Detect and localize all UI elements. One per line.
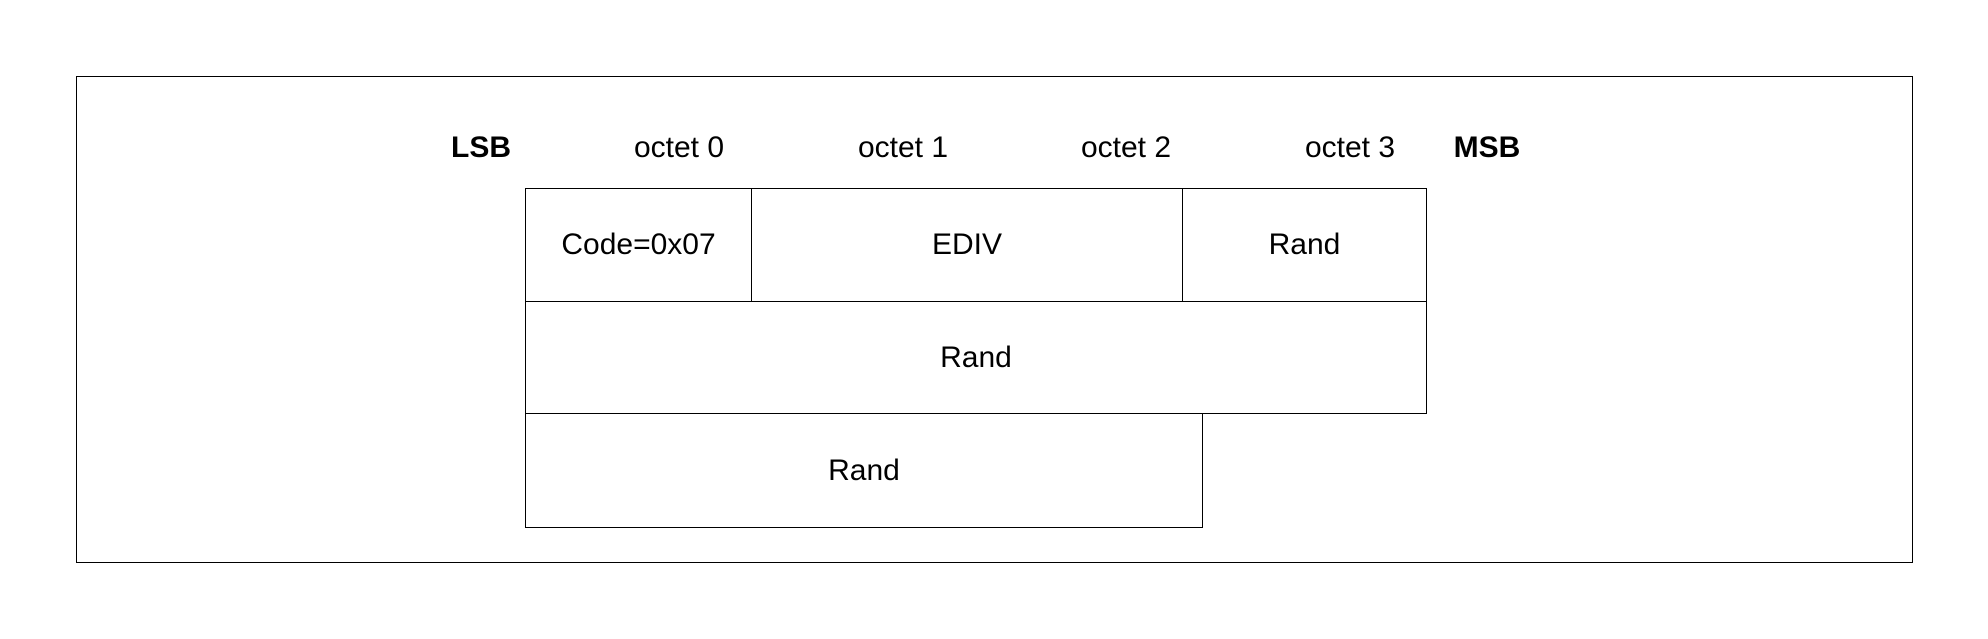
rand-field-row1: Rand [1182, 188, 1427, 302]
rand-field-row3: Rand [525, 413, 1203, 528]
diagram-frame [76, 76, 1913, 563]
rand-field-row3-label: Rand [828, 453, 900, 487]
octet-2-label: octet 2 [1080, 131, 1172, 164]
msb-label: MSB [1453, 131, 1521, 164]
ediv-field-label: EDIV [931, 228, 1003, 261]
octet-1-label: octet 1 [857, 131, 949, 164]
rand-field-row1-label: Rand [1268, 228, 1341, 261]
rand-field-row2: Rand [525, 301, 1427, 414]
code-field: Code=0x07 [525, 188, 752, 302]
octet-0-label: octet 0 [633, 131, 725, 164]
octet-3-label: octet 3 [1304, 131, 1396, 164]
ediv-field: EDIV [751, 188, 1183, 302]
lsb-label: LSB [451, 131, 511, 164]
rand-field-row2-label: Rand [940, 340, 1012, 374]
code-field-label: Code=0x07 [561, 228, 716, 261]
